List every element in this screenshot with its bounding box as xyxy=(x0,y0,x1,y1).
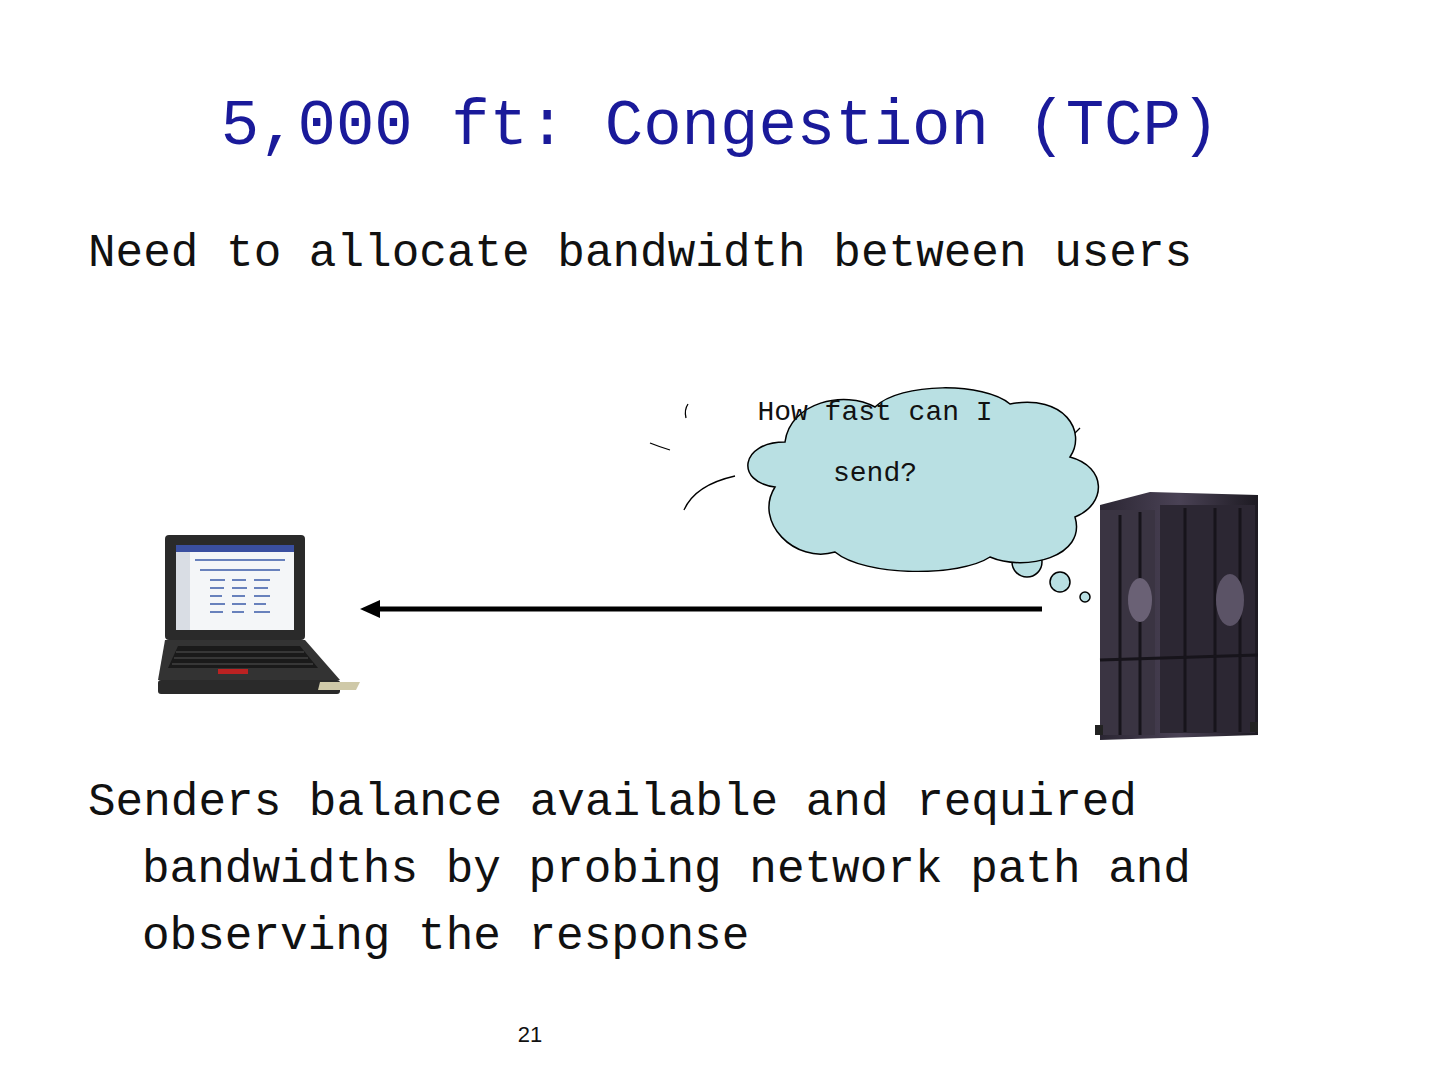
server-icon xyxy=(1095,492,1258,740)
slide-title: 5,000 ft: Congestion (TCP) xyxy=(0,82,1440,172)
cloud-text: How fast can I send? xyxy=(755,382,995,504)
arrow xyxy=(360,600,1042,618)
page-number: 21 xyxy=(480,1020,580,1050)
thought-cloud: How fast can I send? xyxy=(735,382,1105,572)
bullet-text: Senders balance available and required b… xyxy=(88,770,1223,971)
laptop-icon xyxy=(158,535,360,694)
bullet-text: Need to allocate bandwidth between users xyxy=(88,222,1388,286)
